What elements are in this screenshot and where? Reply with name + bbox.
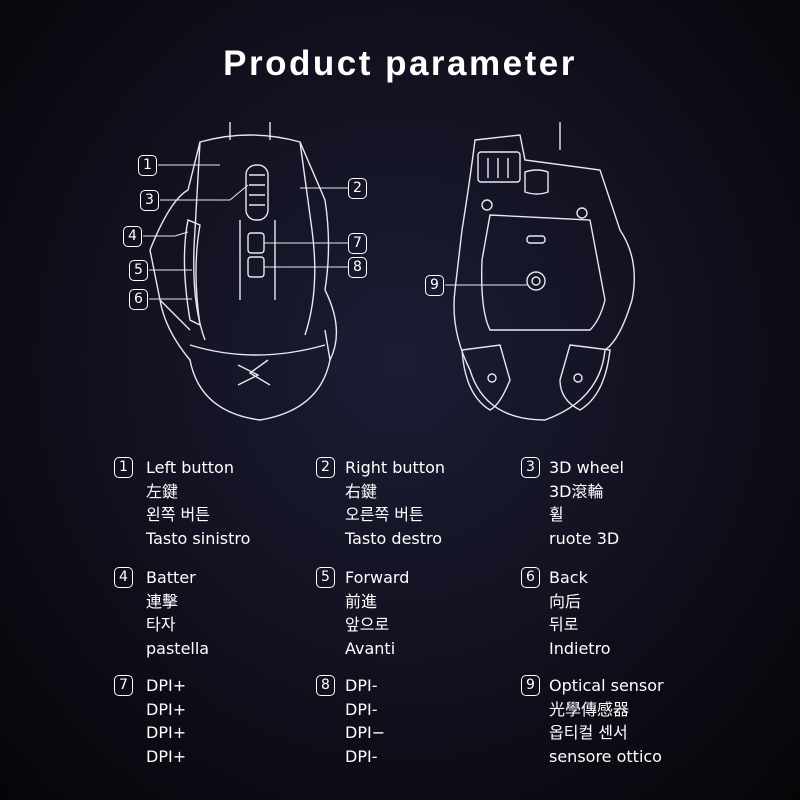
spec-number-badge: 7 bbox=[114, 675, 133, 696]
spec-line: DPI+ bbox=[146, 699, 187, 719]
spec-item: DPI- DPI- DPI− DPI- bbox=[345, 674, 385, 768]
spec-line: ruote 3D bbox=[549, 528, 620, 548]
spec-item: Right button 右鍵 오른쪽 버튼 Tasto destro bbox=[345, 456, 445, 550]
spec-number-badge: 1 bbox=[114, 457, 133, 478]
spec-line: DPI- bbox=[345, 676, 378, 695]
spec-line: Back bbox=[549, 568, 588, 587]
spec-line: 뒤로 bbox=[549, 615, 579, 634]
spec-line: DPI- bbox=[345, 699, 378, 719]
callout-7: 7 bbox=[348, 233, 367, 254]
spec-item: Forward 前進 앞으로 Avanti bbox=[345, 566, 409, 660]
spec-line: Indietro bbox=[549, 638, 611, 658]
mouse-bottom-view bbox=[453, 122, 635, 421]
spec-number-badge: 6 bbox=[521, 567, 540, 588]
callout-1: 1 bbox=[138, 155, 157, 176]
callout-6: 6 bbox=[129, 289, 148, 310]
callout-2: 2 bbox=[348, 178, 367, 199]
spec-number-badge: 8 bbox=[316, 675, 335, 696]
spec-item: 3D wheel 3D滾輪 휠 ruote 3D bbox=[549, 456, 624, 550]
spec-number-badge: 3 bbox=[521, 457, 540, 478]
callout-8: 8 bbox=[348, 257, 367, 278]
spec-line: 오른쪽 버튼 bbox=[345, 505, 424, 524]
spec-line: 前進 bbox=[345, 591, 378, 611]
mouse-diagrams bbox=[143, 122, 635, 421]
spec-line: DPI+ bbox=[146, 746, 187, 766]
spec-line: 타자 bbox=[146, 615, 176, 634]
spec-item: DPI+ DPI+ DPI+ DPI+ bbox=[146, 674, 186, 768]
spec-line: Batter bbox=[146, 568, 196, 587]
spec-item: Optical sensor 光學傳感器 옵티컬 센서 sensore ottico bbox=[549, 674, 664, 768]
spec-number-badge: 4 bbox=[114, 567, 133, 588]
spec-number-badge: 9 bbox=[521, 675, 540, 696]
spec-line: Tasto sinistro bbox=[146, 528, 251, 548]
spec-line: pastella bbox=[146, 638, 210, 658]
spec-number-badge: 2 bbox=[316, 457, 335, 478]
spec-line: 3D wheel bbox=[549, 458, 624, 477]
spec-line: 向后 bbox=[549, 591, 582, 611]
spec-line: 光學傳感器 bbox=[549, 699, 630, 719]
callout-5: 5 bbox=[129, 260, 148, 281]
spec-item: Batter 連擊 타자 pastella bbox=[146, 566, 209, 660]
spec-line: DPI- bbox=[345, 746, 378, 766]
page-title: Product parameter bbox=[223, 44, 577, 83]
spec-line: DPI+ bbox=[146, 676, 187, 695]
spec-line: Tasto destro bbox=[345, 528, 443, 548]
spec-line: Forward bbox=[345, 568, 410, 587]
spec-line: 左鍵 bbox=[146, 481, 179, 501]
spec-line: Avanti bbox=[345, 638, 396, 658]
mouse-top-view bbox=[149, 122, 338, 421]
spec-line: DPI+ bbox=[146, 723, 187, 742]
spec-line: 連擊 bbox=[146, 591, 179, 611]
callout-lines bbox=[143, 164, 527, 300]
spec-line: 휠 bbox=[549, 505, 564, 524]
spec-line: 3D滾輪 bbox=[549, 481, 604, 501]
spec-line: Left button bbox=[146, 458, 234, 477]
callout-4: 4 bbox=[123, 226, 142, 247]
spec-number-badge: 5 bbox=[316, 567, 335, 588]
spec-line: 앞으로 bbox=[345, 615, 390, 634]
callout-9: 9 bbox=[425, 275, 444, 296]
spec-item: Back 向后 뒤로 Indietro bbox=[549, 566, 611, 660]
spec-line: sensore ottico bbox=[549, 746, 662, 766]
spec-line: Optical sensor bbox=[549, 676, 664, 695]
callout-3: 3 bbox=[140, 190, 159, 211]
spec-line: 옵티컬 센서 bbox=[549, 723, 628, 742]
spec-line: DPI− bbox=[345, 723, 386, 742]
spec-line: 右鍵 bbox=[345, 481, 378, 501]
spec-line: Right button bbox=[345, 458, 445, 477]
spec-item: Left button 左鍵 왼쪽 버튼 Tasto sinistro bbox=[146, 456, 250, 550]
spec-line: 왼쪽 버튼 bbox=[146, 505, 210, 524]
